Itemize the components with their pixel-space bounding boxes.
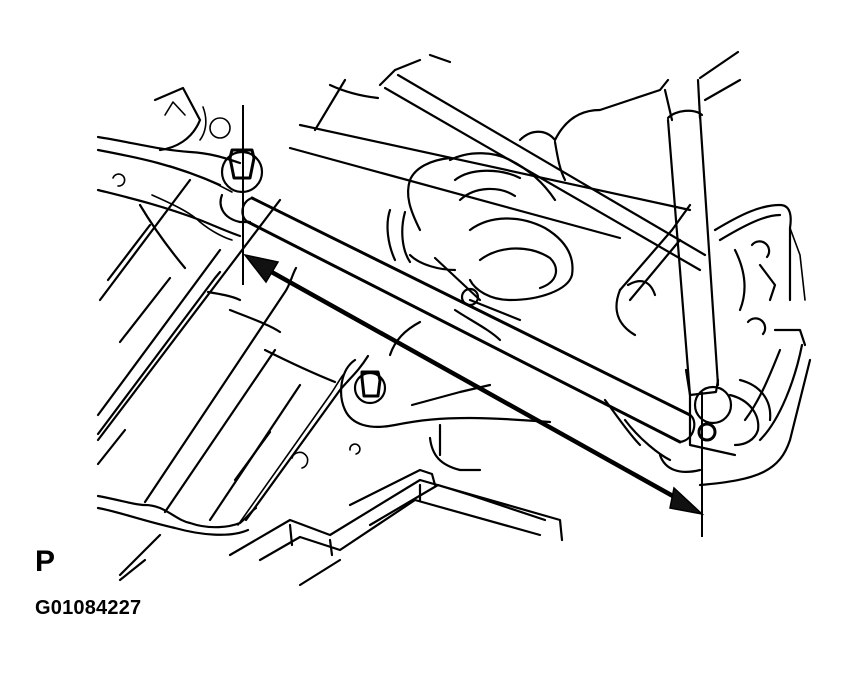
- lateral-link[interactable]: [241, 196, 696, 444]
- tie-rod: [618, 203, 692, 302]
- left-bolt: [219, 148, 264, 224]
- lower-pan: [228, 468, 564, 587]
- shock-absorber: [663, 50, 742, 397]
- crossmember: [96, 86, 242, 282]
- view-label: P: [35, 545, 56, 578]
- arrow-head-left-icon: [243, 253, 280, 284]
- upper-arm: [288, 53, 707, 272]
- brake-line: [698, 203, 812, 487]
- figure-id: G01084227: [35, 597, 142, 619]
- lower-mount: [340, 320, 552, 472]
- measurement-arrow: [243, 253, 705, 516]
- drive-shaft-boot: [386, 78, 670, 342]
- arrow-head-right-icon: [669, 486, 705, 516]
- right-bolt: [603, 378, 772, 473]
